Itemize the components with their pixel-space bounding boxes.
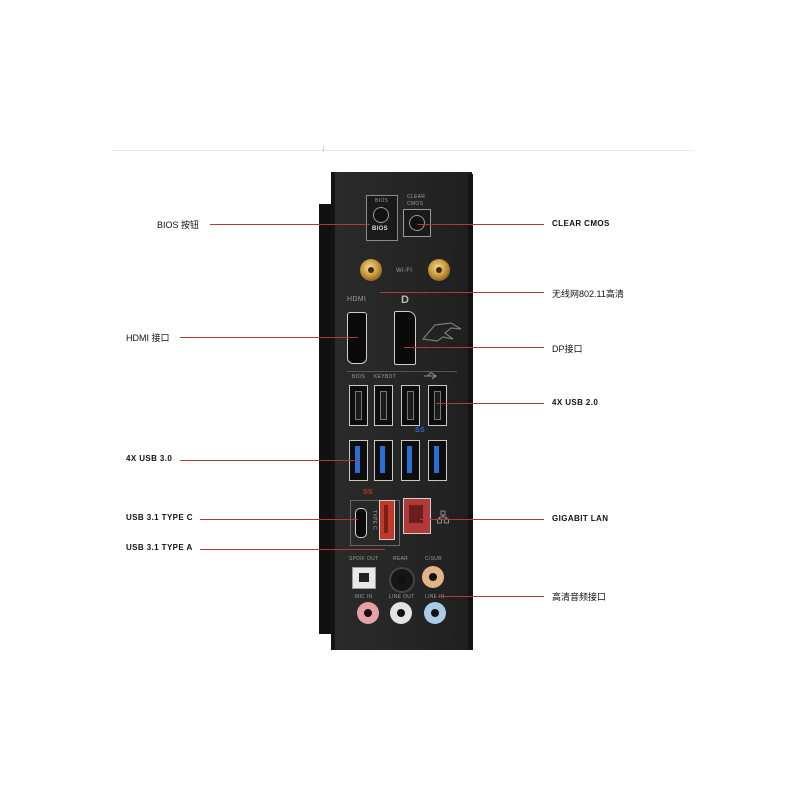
usb31c-port[interactable]	[355, 508, 367, 538]
rear-label: REAR	[393, 556, 409, 562]
callout-line-clear-cmos	[418, 224, 544, 225]
line-out-jack[interactable]	[390, 602, 412, 624]
line-in-label: LINE IN	[425, 594, 445, 600]
usb31c-frame	[350, 500, 400, 546]
label-wifi: 无线网802.11高清	[552, 289, 624, 299]
rear-audio-jack[interactable]	[389, 567, 415, 593]
callout-line-audio	[438, 596, 544, 597]
bios-flashback-label: BIOS	[352, 374, 366, 380]
line-out-label: LINE OUT	[389, 594, 415, 600]
usb20-port-1[interactable]	[349, 385, 368, 426]
label-bios-button: BIOS 按钮	[157, 220, 200, 230]
bios-button-label: BIOS	[372, 226, 388, 232]
lan-icon	[437, 510, 449, 524]
callout-line-usb31c	[200, 519, 358, 520]
label-clear-cmos: CLEAR CMOS	[552, 219, 610, 228]
usb31-ss-label: SS	[363, 489, 373, 496]
csub-audio-jack[interactable]	[422, 566, 444, 588]
clear-cmos-label: CLEAR CMOS	[407, 194, 426, 207]
usb20-port-4[interactable]	[428, 385, 447, 426]
callout-line-lan	[420, 519, 544, 520]
label-usb31c: USB 3.1 TYPE C	[126, 513, 193, 522]
callout-line-bios	[210, 224, 370, 225]
label-usb31a: USB 3.1 TYPE A	[126, 543, 193, 552]
usb30-port-2[interactable]	[374, 440, 393, 481]
dp-logo: D	[401, 294, 410, 306]
header-line	[112, 150, 694, 151]
io-shield-edge	[468, 174, 473, 650]
callout-line-wifi	[380, 292, 544, 293]
dp-port[interactable]	[394, 311, 416, 365]
io-shield-shadow	[319, 204, 333, 634]
wifi-label: WI-FI	[396, 268, 413, 274]
mic-in-label: MIC IN	[355, 594, 373, 600]
keybot-label: KEYBOT	[374, 374, 397, 380]
spdif-label: SPDIF OUT	[349, 556, 379, 562]
usb-bios-frame	[347, 371, 457, 372]
usb3-ss-label: SS	[415, 427, 425, 434]
label-usb30: 4X USB 3.0	[126, 454, 173, 463]
label-hdmi: HDMI 接口	[126, 333, 170, 343]
label-lan: GIGABIT LAN	[552, 514, 609, 523]
usb31a-port[interactable]	[379, 500, 395, 540]
clear-cmos-frame	[403, 209, 431, 237]
hdmi-label: HDMI	[347, 296, 367, 303]
usb30-port-4[interactable]	[428, 440, 447, 481]
lan-port[interactable]	[403, 498, 431, 534]
bios-top-label: BIOS	[375, 198, 389, 204]
bios-button[interactable]	[373, 207, 389, 223]
hdmi-port[interactable]	[347, 312, 367, 364]
usb20-port-3[interactable]	[401, 385, 420, 426]
mic-in-jack[interactable]	[357, 602, 379, 624]
usb-icon	[424, 372, 437, 380]
wifi-antenna-right	[428, 259, 450, 281]
rog-logo-icon	[421, 322, 462, 342]
line-in-jack[interactable]	[424, 602, 446, 624]
usb30-port-3[interactable]	[401, 440, 420, 481]
callout-line-usb31a	[200, 549, 385, 550]
callout-line-hdmi	[180, 337, 358, 338]
wifi-antenna-left	[360, 259, 382, 281]
type-c-label: TYPE C	[371, 510, 377, 530]
callout-line-usb20	[436, 403, 544, 404]
clear-cmos-button[interactable]	[409, 215, 425, 231]
label-audio: 高清音频接口	[552, 592, 607, 602]
usb20-port-2[interactable]	[374, 385, 393, 426]
header-tick	[323, 146, 324, 152]
spdif-port[interactable]	[352, 567, 376, 589]
label-dp: DP接口	[552, 344, 583, 354]
csub-label: C/SUB	[425, 556, 442, 562]
callout-line-usb30	[180, 460, 360, 461]
label-usb20: 4X USB 2.0	[552, 398, 599, 407]
io-shield: BIOS BIOS CLEAR CMOS WI-FI HDMI D BIOS K…	[331, 172, 472, 650]
callout-line-dp	[404, 347, 544, 348]
